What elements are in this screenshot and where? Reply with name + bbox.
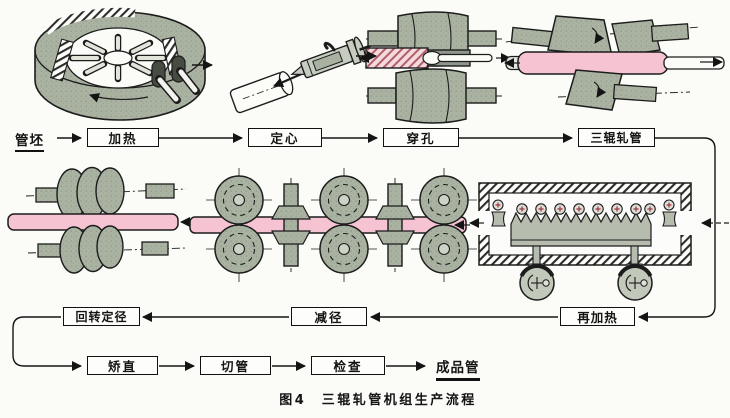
step-box-three-roll-rolling: 三辊轧管 — [578, 128, 655, 147]
billets-on-hearth — [68, 33, 168, 83]
billet — [229, 71, 294, 114]
figure-caption: 图4 三辊轧管机组生产流程 — [279, 393, 477, 408]
start-label-tube-billet: 管坯 — [15, 129, 44, 152]
step-box-pipe-cutting: 切管 — [200, 356, 271, 375]
drive-wheel-left — [519, 263, 555, 301]
top-roll — [547, 15, 613, 57]
step-box-reheating: 再加热 — [560, 307, 635, 326]
reheating-furnace-illustration — [469, 182, 729, 301]
mandrel-rod — [663, 56, 725, 70]
piercing-mill-illustration — [359, 11, 511, 124]
bottom-roll — [367, 68, 497, 124]
flow-connectors — [12, 133, 716, 371]
step-box-piercing: 穿孔 — [383, 128, 459, 147]
end-label-finished-pipe: 成品管 — [436, 356, 480, 381]
drive-wheel-right — [617, 263, 653, 301]
step-box-heating: 加热 — [87, 128, 159, 147]
sizing-mill-illustration — [7, 166, 196, 274]
bottom-roll — [565, 69, 623, 111]
roll-stand-wheels — [206, 168, 477, 282]
three-roll-mill-illustration — [504, 15, 725, 111]
roll-stand-spools — [270, 178, 416, 272]
pipes-in-furnace — [492, 199, 675, 215]
centering-tool — [290, 36, 372, 79]
row1-machine-arrows — [192, 51, 377, 70]
hot-tube — [517, 51, 669, 75]
reducing-mill-illustration — [189, 168, 477, 282]
centering-illustration — [229, 36, 372, 114]
step-box-rotary-sizing: 回转定径 — [63, 307, 140, 326]
billet-bar — [365, 47, 429, 69]
step-box-diameter-reducing: 减径 — [291, 307, 367, 326]
mandrel-rod — [437, 53, 493, 63]
ring-furnace-illustration — [34, 7, 206, 121]
step-box-centering: 定心 — [248, 128, 322, 147]
back-roll — [611, 19, 661, 57]
step-box-inspection: 检查 — [311, 356, 385, 375]
step-box-straightening: 矫直 — [87, 356, 158, 375]
billets-exiting — [155, 67, 200, 104]
